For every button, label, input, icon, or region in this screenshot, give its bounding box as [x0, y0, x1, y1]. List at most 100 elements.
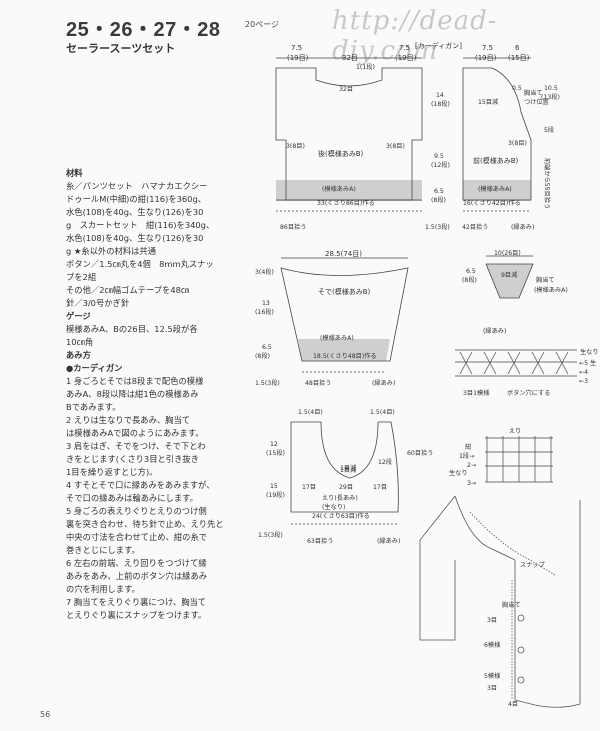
materials-line: 水色(108)を40g、生なり(126)を30 — [66, 233, 204, 243]
collar-label: えり(長あみ) — [322, 495, 358, 502]
edging-yarn-short: 生 — [590, 359, 596, 367]
collar-yarn: (生なり) — [322, 503, 345, 511]
sleeve-texts: 28.5(74目) 3(4段) 13 (16段) 6.5 (8段) そで(模様あ… — [255, 250, 395, 387]
collar-stitch-posts — [486, 436, 552, 482]
collar-top-1: 1.5(4目) — [298, 409, 323, 416]
materials-line: 水色(108)を40g、生なり(126)を30 — [66, 207, 204, 217]
method-line: とえりぐり裏にスナップをつけます。 — [66, 610, 207, 620]
collar-texts: 1.5(4目) 1.5(4目) 12 (15段) 15 (19段) 1目減 1目… — [258, 409, 433, 545]
front-dim-1: 7.5 — [482, 44, 493, 52]
front-panel — [454, 495, 581, 708]
materials-line: 針／3/0号かぎ針 — [66, 298, 130, 308]
button-2 — [517, 646, 525, 654]
materials-line: ドゥールM(中細)の紺(116)を360g、 — [66, 194, 207, 204]
front-bib-1: 胸当て — [524, 89, 543, 97]
sleeve-diagram — [280, 257, 409, 373]
back-diagram — [275, 57, 423, 212]
collar-st-2: 29目 — [339, 484, 353, 491]
materials-line: ボタン／1.5㎝丸を4個 8mm丸スナッ — [66, 259, 214, 269]
collar-edge-right: (縁あみ) — [377, 537, 400, 545]
back-dim-4: 7.5 — [399, 44, 410, 52]
collar-stitch-row-2: 2→ — [467, 462, 476, 469]
front-band-fill — [463, 180, 531, 201]
sleeve-ldim-5: (8段) — [255, 352, 270, 360]
button-3 — [517, 676, 525, 684]
materials-line: プを2組 — [66, 272, 97, 282]
edging-row-5: ←5 — [579, 360, 588, 367]
bib-stitch: (模様あみA) — [534, 286, 568, 294]
st-label-2: 3目 — [487, 685, 497, 692]
method-line: 4 すそとそで口に縁あみをあみますが、 — [66, 480, 215, 490]
collar-ldim-1: 12 — [270, 441, 278, 448]
repeat-label-1: 6模様 — [484, 641, 501, 649]
sleeve-outline-finished — [419, 495, 456, 641]
back-band-label: (模様あみA) — [322, 185, 356, 193]
back-dim-5: (19目) — [395, 54, 417, 62]
page-reference: 20ページ — [245, 20, 280, 29]
method-line: 1目を繰り返すとじ方)。 — [66, 467, 158, 477]
back-rdim-2: (18段) — [431, 100, 450, 108]
sleeve-edge-left: 1.5(3段) — [255, 379, 280, 387]
back-neck-2: 32目 — [339, 86, 353, 93]
method-line: 6 左右の前端、えり回りをつづけて縁 — [66, 558, 207, 568]
bib-label: 胸当て — [536, 276, 555, 284]
finished-texts: スナップ 胸当て 3目 6模様 5模様 3目 4目 — [484, 562, 546, 708]
collar-ldim-4: (19段) — [266, 491, 285, 499]
st-label-3: 4目 — [508, 701, 518, 708]
method-line: 2 えりは生なりで長あみ、胸当て — [66, 415, 191, 425]
method-line: 3 肩をはぎ、そでをつけ、そで下とわ — [66, 441, 206, 451]
collar-rows: 12段 — [378, 458, 392, 466]
set-title: セーラースーツセット — [66, 42, 176, 55]
edging-row-4: ←4 — [579, 369, 588, 376]
front-half: 0.5 — [512, 85, 522, 92]
gauge-line: 10㎝角 — [66, 337, 94, 347]
collar-dec-2: 1目減 — [340, 466, 357, 474]
collar-ldim-2: (15段) — [266, 449, 285, 457]
method-line: の穴を利用します。 — [66, 584, 140, 594]
button-1 — [517, 614, 525, 622]
edging-row-3: ←3 — [579, 378, 588, 385]
edging-buttonhole: ボタン穴にする — [507, 389, 550, 397]
back-edge-left: 1.5(3段) — [425, 223, 450, 231]
bib-top: 10(26目) — [494, 250, 521, 257]
cardigan-label: [カーディガン] — [415, 41, 462, 50]
method-line: きをとじます(くさり3目と引き抜き — [66, 454, 199, 464]
edging-title: (縁あみ) — [483, 327, 506, 335]
gauge-heading: ゲージ — [66, 311, 91, 321]
back-side-left: 3(8目) — [286, 143, 305, 150]
back-dim-2: (19目) — [287, 54, 309, 62]
front-side: 3(8目) — [508, 140, 527, 147]
edging-crosses — [459, 351, 569, 375]
front-dec: 15目減 — [478, 98, 499, 106]
method-line: そで口の縁あみは輪あみにします。 — [66, 493, 198, 503]
collar-diagram — [290, 421, 399, 525]
back-neck-1: 1(1段) — [356, 63, 375, 71]
back-texts: 7.5 (19目) 32目 7.5 (19目) 1(1段) 32目 3(8目) … — [280, 44, 450, 231]
back-rdim-6: (8段) — [431, 196, 446, 204]
edging-yarn: 生なり — [580, 348, 599, 356]
collar-st-1: 17目 — [302, 484, 316, 491]
bib-label-finished: 胸当て — [502, 601, 521, 609]
sleeve-ldim-1: 3(4段) — [255, 268, 274, 276]
front-label: 前(模様あみB) — [473, 156, 519, 165]
front-rdim-2: (13段) — [541, 93, 560, 101]
edging-chart — [455, 349, 577, 377]
edging-repeat: 3目1模様 — [463, 389, 490, 397]
back-bottom-label: 33(くさり86目)作る — [317, 199, 375, 207]
collar-edging — [469, 511, 556, 576]
sleeve-ldim-4: 6.5 — [262, 344, 272, 351]
collar-bottom-pick: 63目拾う — [307, 537, 333, 545]
front-bottom-pick: 42目拾う — [462, 223, 488, 231]
back-dim-1: 7.5 — [291, 44, 302, 52]
back-rdim-4: (12段) — [431, 161, 450, 169]
method-line: あみA、8段以降は紺1色の模様あみ — [66, 389, 199, 399]
bib-dim-2: (8段) — [462, 276, 477, 284]
collar-st-3: 17目 — [373, 484, 387, 491]
front-note: 前端から55目拾う — [543, 158, 551, 209]
front-texts: [カーディガン] 7.5 (19目) 6 (15目) 10.5 (13段) 5段… — [415, 41, 560, 231]
back-rdim-3: 9.5 — [434, 153, 444, 160]
repeat-label-2: 5模様 — [484, 672, 501, 680]
edging-texts: (縁あみ) 3目1模様 ボタン穴にする 生なり ←5 生 ←4 ←3 — [463, 327, 599, 397]
method-subheading: ●カーディガン — [66, 363, 123, 373]
